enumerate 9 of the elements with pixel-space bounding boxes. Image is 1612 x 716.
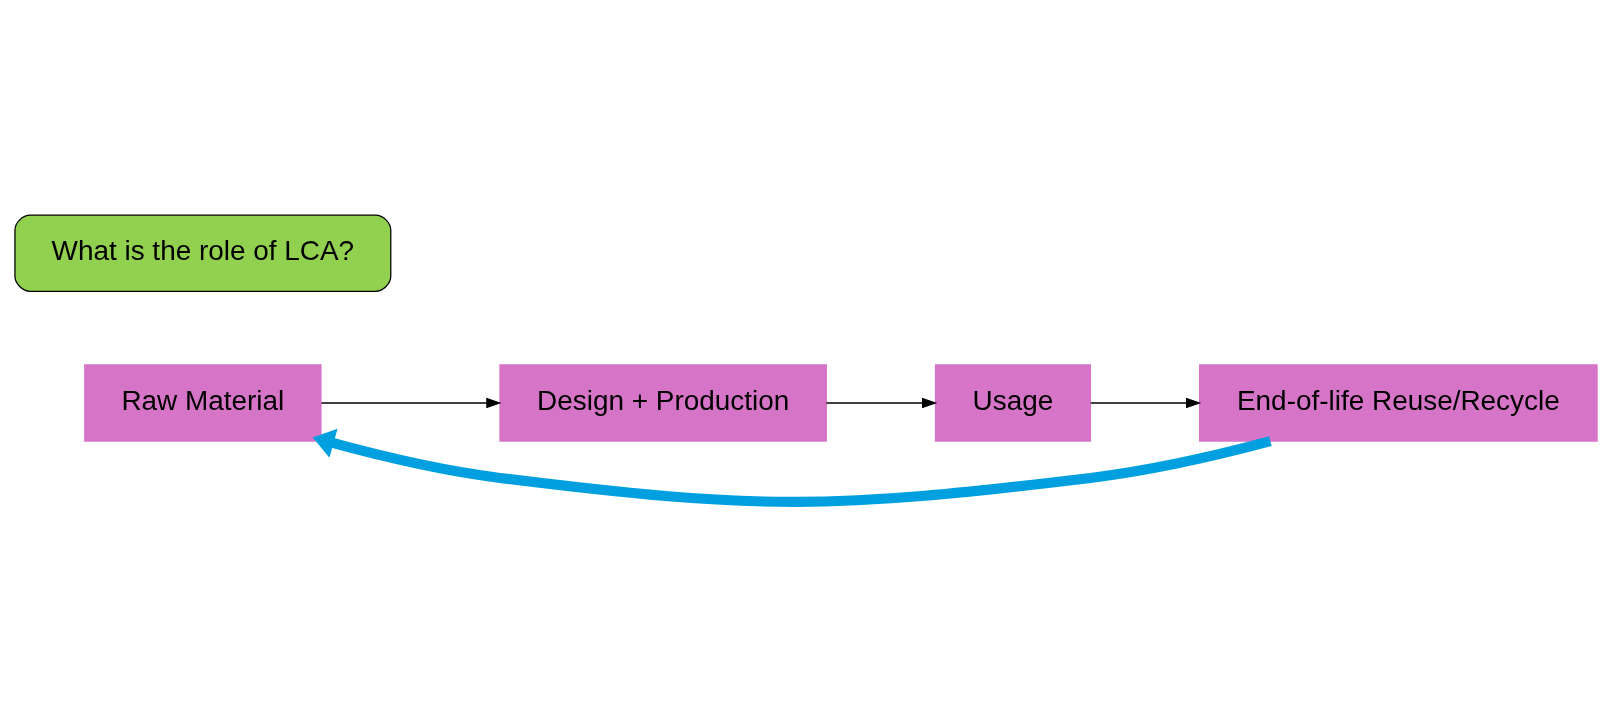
arrow (825, 397, 938, 408)
node-box: Usage (934, 363, 1092, 442)
node-box: Design + Production (499, 363, 827, 442)
arrow (312, 428, 1272, 507)
node-box: Raw Material (84, 363, 322, 442)
arrow (1090, 397, 1202, 408)
node-box: End-of-life Reuse/Recycle (1199, 363, 1598, 442)
node-box: What is the role of LCA? (14, 213, 392, 292)
arrow (320, 397, 502, 408)
